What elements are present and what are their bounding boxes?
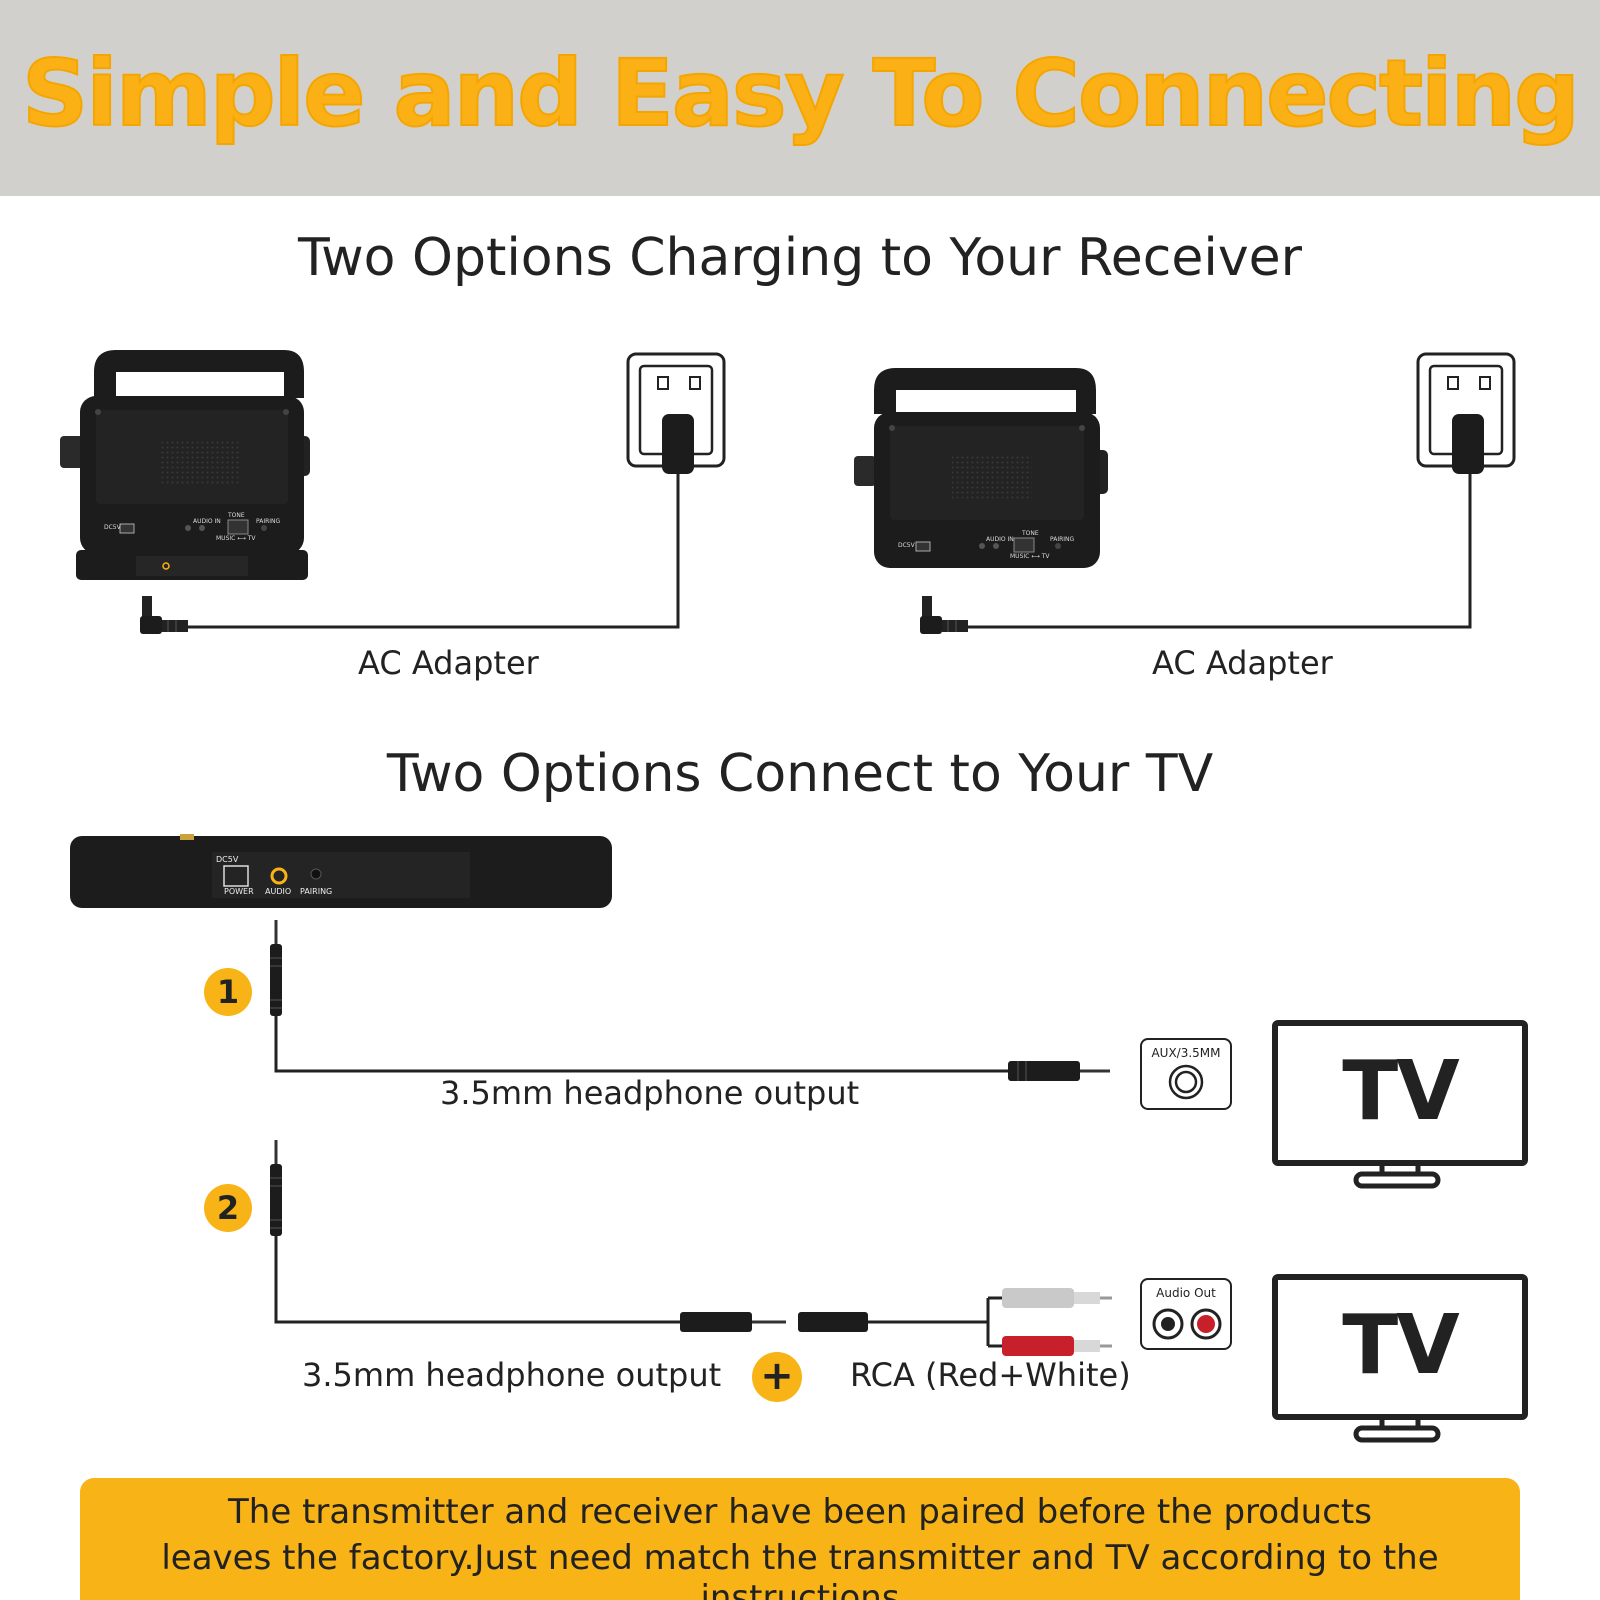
header-banner: Simple and Easy To Connecting (0, 0, 1600, 196)
receiver-left-tone-label: TONE (228, 512, 245, 519)
ac-adapter-cable-left (186, 474, 680, 629)
transmitter-dc-label: DC5V (216, 855, 239, 864)
ac-adapter-label-right: AC Adapter (1152, 644, 1333, 682)
receiver-left-illustration (60, 350, 310, 580)
charging-section-title: Two Options Charging to Your Receiver (298, 228, 1302, 288)
audio-out-port-box: Audio Out (1140, 1278, 1232, 1350)
transmitter-illustration (70, 834, 612, 908)
tv-2-label: TV (1342, 1298, 1459, 1393)
dc-plug-right (920, 596, 968, 634)
option2-cable-label: 3.5mm headphone output (302, 1356, 722, 1394)
rca-label: RCA (Red+White) (850, 1356, 1131, 1394)
receiver-right-tone-label: TONE (1022, 530, 1039, 537)
receiver-left-music-tv-label: MUSIC ⟷ TV (216, 535, 256, 542)
option2-cable (270, 1140, 1112, 1356)
audio-out-port-label: Audio Out (1156, 1286, 1216, 1300)
receiver-left-audio-in-label: AUDIO IN (193, 518, 221, 525)
receiver-left-pairing-label: PAIRING (256, 518, 281, 525)
tv-1: TV (1272, 1020, 1528, 1166)
receiver-right-pairing-label: PAIRING (1050, 536, 1075, 543)
option1-cable-label: 3.5mm headphone output (440, 1074, 860, 1112)
note-box: The transmitter and receiver have been p… (80, 1478, 1520, 1600)
wall-outlet-left (626, 352, 726, 474)
receiver-right-audio-in-label: AUDIO IN (986, 536, 1014, 543)
step-2-badge: 2 (204, 1184, 252, 1232)
plus-badge: + (752, 1352, 802, 1402)
receiver-right-music-tv-label: MUSIC ⟷ TV (1010, 553, 1050, 560)
wall-outlet-right (1416, 352, 1516, 474)
transmitter-power-label: POWER (224, 887, 254, 896)
note-line-2: leaves the factory.Just need match the t… (161, 1538, 1439, 1600)
rca-jacks-icon (1152, 1308, 1222, 1340)
tv-section-title: Two Options Connect to Your TV (386, 744, 1214, 804)
step-1-badge: 1 (204, 968, 252, 1016)
receiver-right-illustration (854, 368, 1108, 568)
receiver-right-dc-label: DC5V (898, 542, 915, 549)
option1-cable (270, 920, 1110, 1081)
aux-port-box: AUX/3.5MM (1140, 1038, 1232, 1110)
header-title: Simple and Easy To Connecting (21, 39, 1581, 148)
dc-plug-left (140, 596, 188, 634)
receiver-left-dc-label: DC5V (104, 524, 121, 531)
transmitter-pairing-label: PAIRING (300, 887, 333, 896)
tv-2: TV (1272, 1274, 1528, 1420)
ac-adapter-label-left: AC Adapter (358, 644, 539, 682)
note-line-1: The transmitter and receiver have been p… (228, 1492, 1372, 1532)
transmitter-audio-label: AUDIO (265, 887, 292, 896)
tv-1-label: TV (1342, 1044, 1459, 1139)
aux-jack-icon (1168, 1064, 1204, 1100)
aux-port-label: AUX/3.5MM (1151, 1046, 1221, 1060)
ac-adapter-cable-right (966, 474, 1472, 629)
